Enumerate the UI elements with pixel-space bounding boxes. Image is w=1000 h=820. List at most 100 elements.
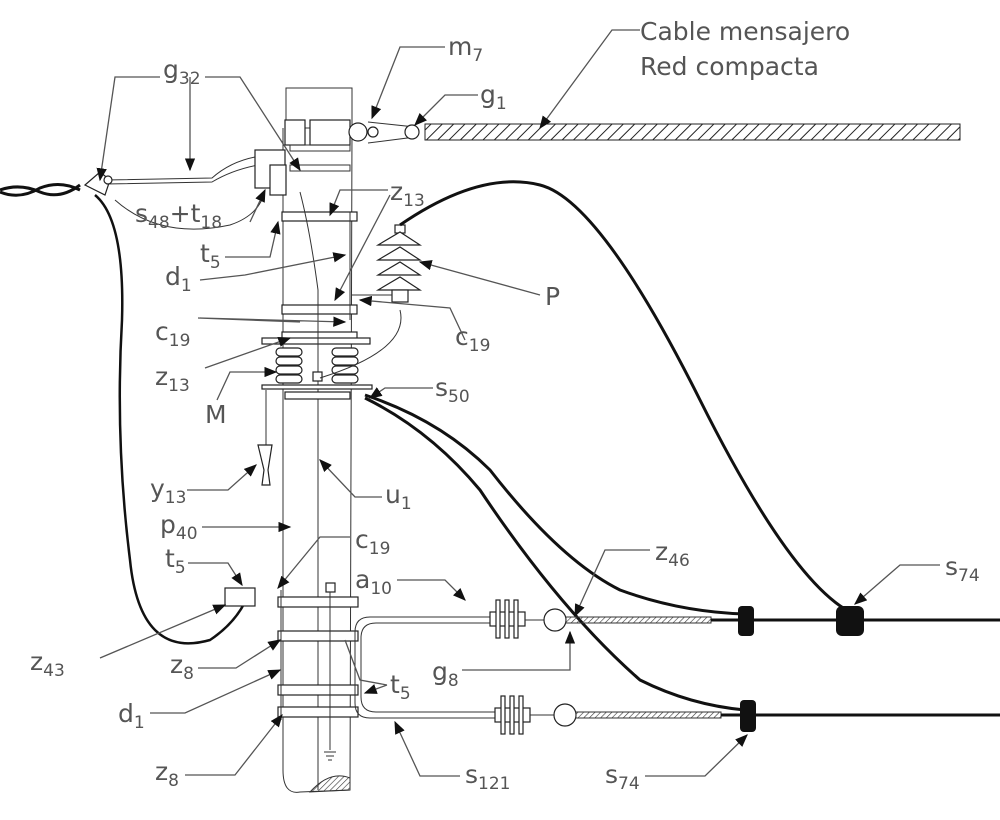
label-sub: 7: [472, 46, 483, 66]
label-z13-low: z13: [155, 362, 190, 396]
label-base: t: [165, 544, 175, 573]
label-base: s: [605, 760, 618, 789]
label-base: z: [170, 650, 183, 679]
label-base: z: [390, 177, 403, 206]
label-M: M: [205, 400, 227, 429]
label-base: P: [545, 282, 560, 311]
label-sub: 46: [668, 551, 690, 571]
label-sub: 5: [175, 558, 186, 578]
label-sub: 5: [210, 253, 221, 273]
label-base: y: [150, 474, 165, 503]
label-sub: 48: [148, 213, 170, 233]
label-sub: 32: [179, 69, 201, 89]
title-red-compacta: Red compacta: [640, 52, 819, 81]
label-z8-low: z8: [155, 757, 179, 791]
label-sub: 43: [43, 661, 65, 681]
label-m7: m7: [448, 32, 483, 66]
label-base: s: [135, 199, 148, 228]
label-sub: 8: [448, 671, 459, 691]
label-z46: z46: [655, 537, 690, 571]
label-sub: 1: [134, 713, 145, 733]
label-base: z: [155, 362, 168, 391]
label-t5-mid: t5: [165, 544, 186, 578]
label-base: m: [448, 32, 472, 61]
label-base: M: [205, 400, 227, 429]
suspension-clamp: [83, 144, 351, 196]
messenger-cable: [284, 119, 961, 146]
label-z43: z43: [30, 647, 65, 681]
label-sub: 74: [618, 774, 640, 794]
label-sub: 10: [370, 579, 392, 599]
label-base: g: [432, 657, 448, 686]
label-base: p: [160, 510, 176, 539]
label-s74-right: s74: [945, 552, 980, 586]
label-sub: 74: [958, 566, 980, 586]
label-y13: y13: [150, 474, 186, 508]
label-sub: 19: [469, 336, 491, 356]
label-g1: g1: [480, 80, 507, 114]
label-base: z: [30, 647, 43, 676]
label-t5-top: t5: [200, 239, 221, 273]
label-sub: 1: [181, 276, 192, 296]
lower-brackets: [224, 582, 500, 761]
label-base: c: [455, 322, 469, 351]
label-P: P: [545, 282, 560, 311]
compact-line-cable: [0, 183, 266, 645]
label-c19-left: c19: [155, 317, 190, 351]
label-s74-low: s74: [605, 760, 640, 794]
label-g32: g32: [163, 55, 201, 89]
label-sub: 1: [401, 494, 412, 514]
label-sub: 19: [169, 331, 191, 351]
label-z13-top: z13: [390, 177, 425, 211]
arrester-cable: [399, 180, 851, 614]
label-s48t18: s48+t18: [135, 199, 222, 233]
label-base: a: [355, 565, 370, 594]
surge-arrester: [319, 224, 423, 379]
label-base: s: [465, 760, 478, 789]
label-u1: u1: [385, 480, 412, 514]
label-sub: 13: [168, 376, 190, 396]
title-cable-mensajero: Cable mensajero: [640, 17, 850, 46]
label-z8-top: z8: [170, 650, 194, 684]
drop-cable-upper: [364, 393, 746, 616]
label-base: d: [165, 262, 181, 291]
label-t5-low: t5: [390, 670, 411, 704]
label-base: g: [480, 80, 496, 109]
label-sub: 50: [448, 387, 470, 407]
label-base: t: [200, 239, 210, 268]
label-base: z: [655, 537, 668, 566]
label-sub2: 18: [200, 213, 222, 233]
label-base: c: [355, 525, 369, 554]
upper-brackets: [261, 191, 371, 790]
label-base: d: [118, 699, 134, 728]
label-sub: 1: [496, 94, 507, 114]
label-plus: +t: [170, 199, 201, 228]
label-s50: s50: [435, 373, 470, 407]
label-p40: p40: [160, 510, 198, 544]
label-s121: s121: [465, 760, 510, 794]
label-sub: 13: [165, 488, 187, 508]
drop-cable-lower: [364, 396, 746, 712]
label-sub: 5: [400, 684, 411, 704]
label-c19-low: c19: [355, 525, 390, 559]
label-base: c: [155, 317, 169, 346]
dead-end-upper: [489, 599, 1000, 639]
label-sub: 8: [168, 771, 179, 791]
label-g8: g8: [432, 657, 459, 691]
dead-end-lower: [494, 695, 1000, 735]
label-d1-top: d1: [165, 262, 192, 296]
label-sub: 121: [478, 774, 510, 794]
label-a10: a10: [355, 565, 392, 599]
label-sub: 13: [403, 191, 425, 211]
label-sub: 40: [176, 524, 198, 544]
label-d1-low: d1: [118, 699, 145, 733]
label-base: s: [945, 552, 958, 581]
insulators: [257, 347, 373, 486]
label-base: s: [435, 373, 448, 402]
label-base: z: [155, 757, 168, 786]
label-base: t: [390, 670, 400, 699]
label-base: g: [163, 55, 179, 84]
